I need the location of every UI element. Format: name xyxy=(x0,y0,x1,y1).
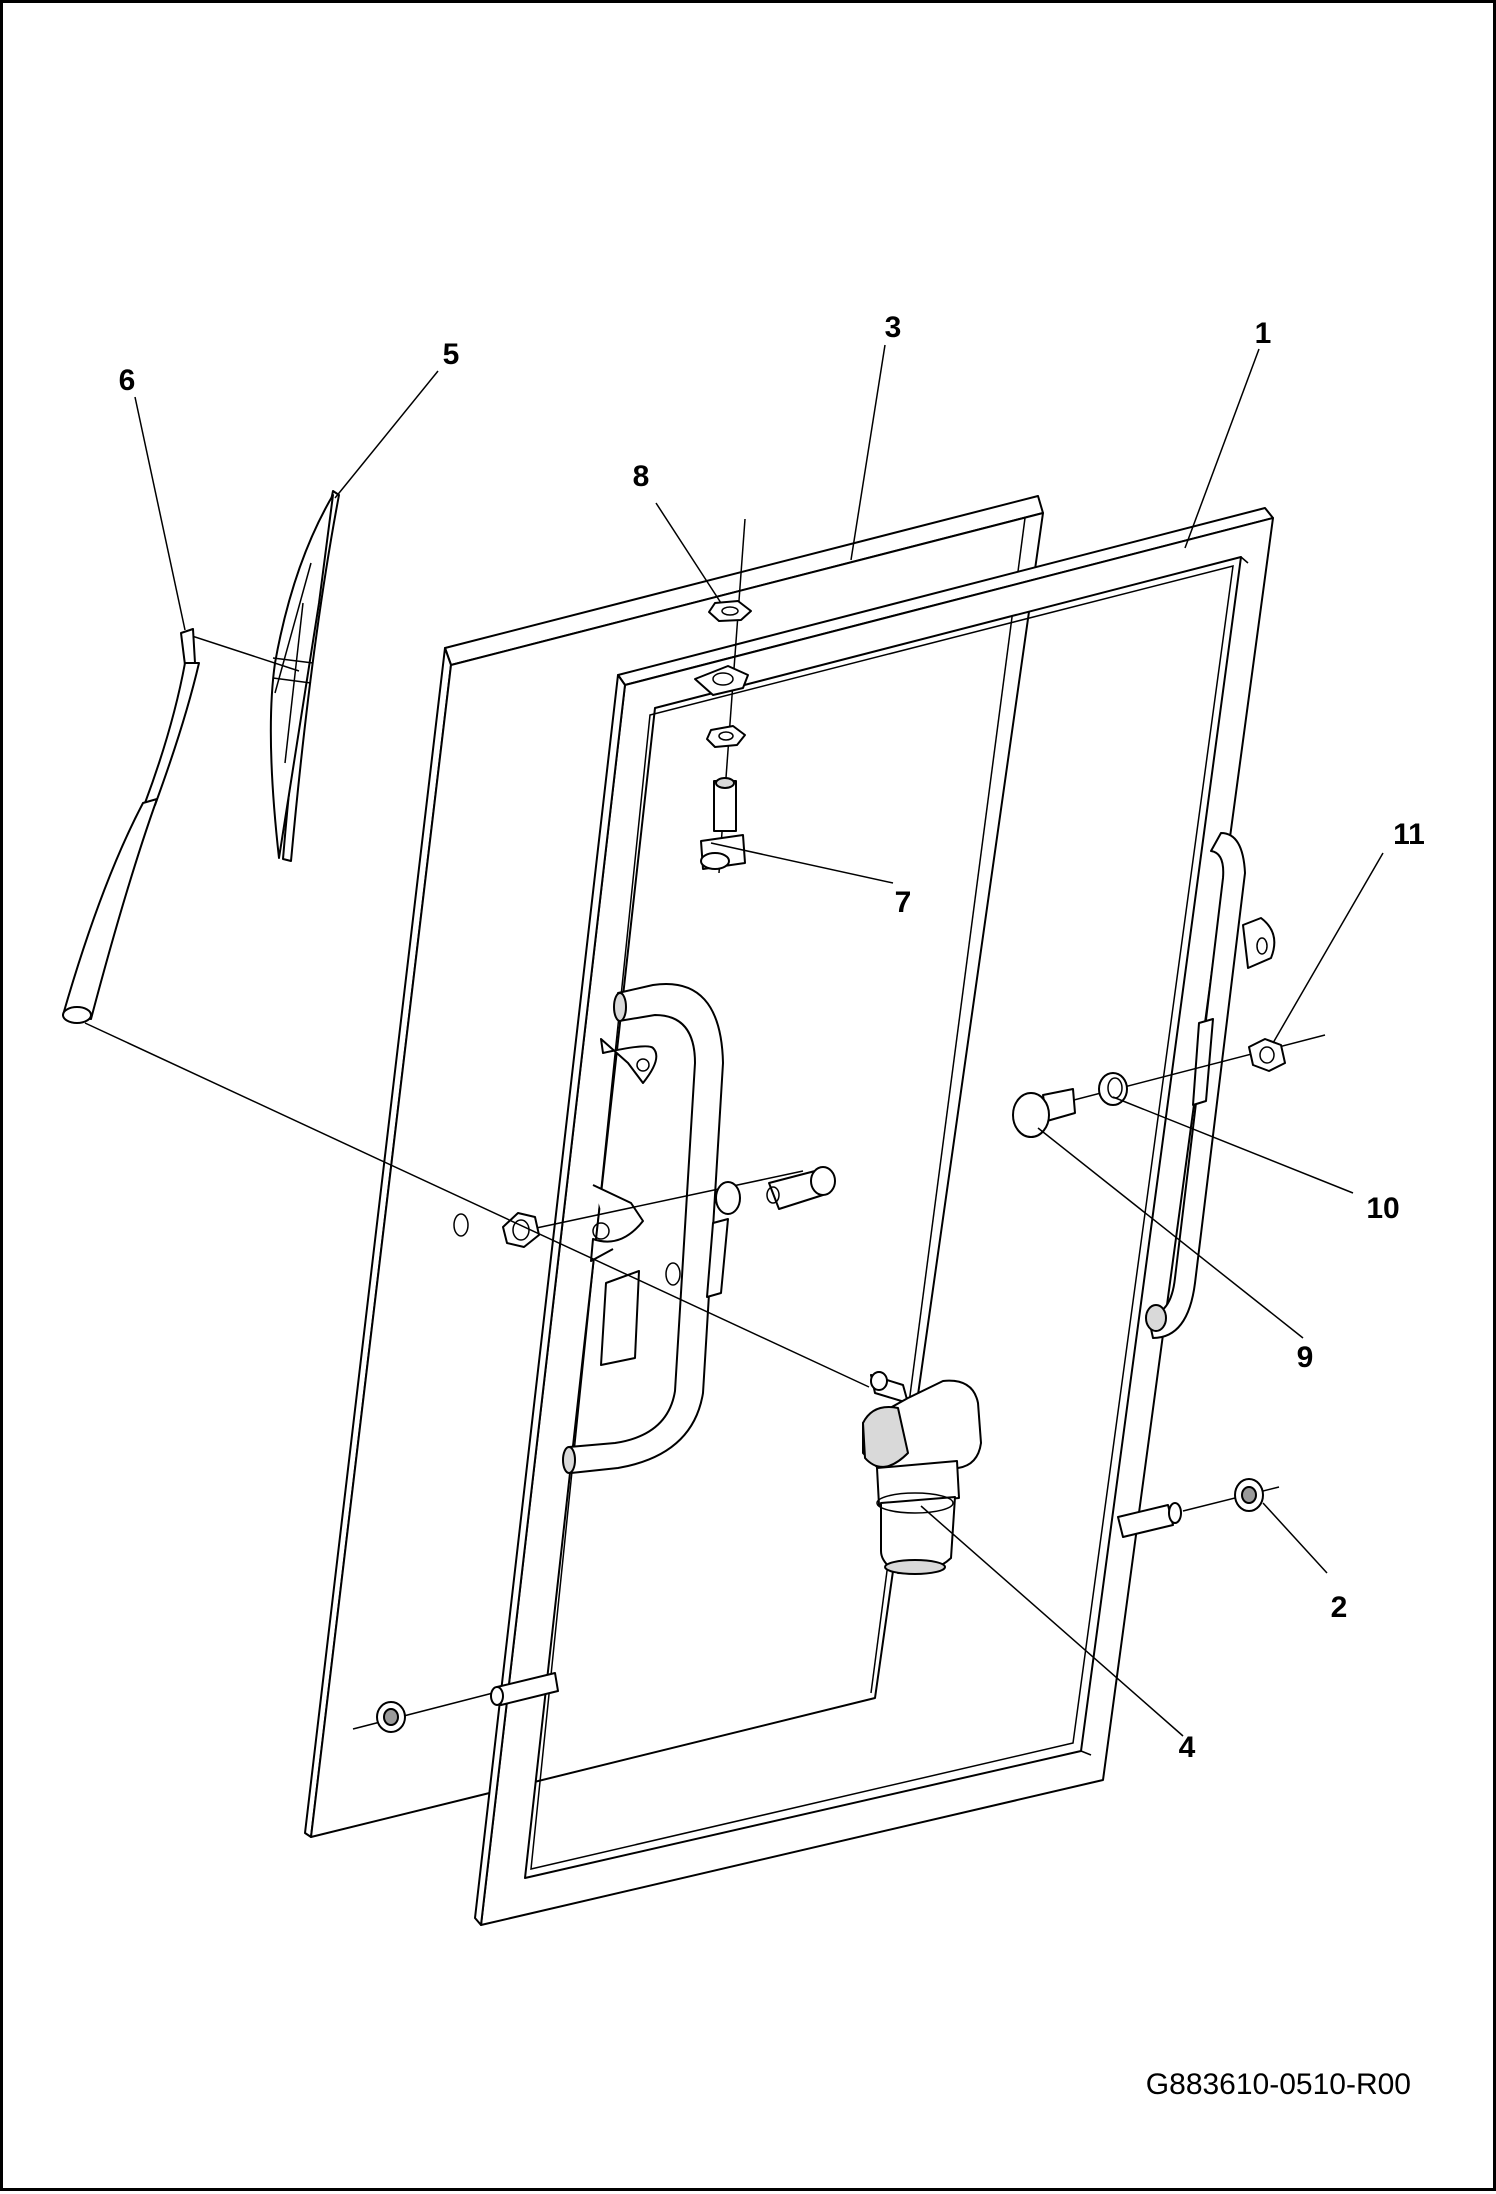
part-4-wiper-motor xyxy=(84,1022,982,1575)
callout-10: 10 xyxy=(1366,1192,1400,1225)
callout-9: 9 xyxy=(1296,1341,1314,1374)
exploded-parts-drawing xyxy=(62,344,1384,1926)
callout-7: 7 xyxy=(894,886,912,919)
part-2-studs-washers xyxy=(352,1478,1280,1733)
part-7-8-latch-pin xyxy=(694,518,752,874)
part-9-10-11-pivot-hardware xyxy=(1012,1034,1326,1138)
right-door-handle xyxy=(1145,832,1276,1339)
callout-5: 5 xyxy=(442,338,460,371)
drawing-number: G883610-0510-R00 xyxy=(1145,2068,1411,2101)
part-5-wiper-blade xyxy=(269,490,340,862)
callout-2: 2 xyxy=(1330,1591,1348,1624)
part-3-glass-pane xyxy=(304,495,1044,1838)
part-6-wiper-arm xyxy=(62,628,300,1024)
callout-8: 8 xyxy=(632,460,650,493)
part-1-door-frame xyxy=(474,507,1274,1926)
leader-lines xyxy=(134,344,1384,1737)
callout-6: 6 xyxy=(118,364,136,397)
callout-3: 3 xyxy=(884,311,902,344)
callout-11: 11 xyxy=(1393,818,1425,851)
handle-fasteners xyxy=(453,1166,836,1248)
callout-4: 4 xyxy=(1178,1731,1196,1764)
callout-1: 1 xyxy=(1254,317,1272,350)
left-door-handle xyxy=(562,983,729,1474)
